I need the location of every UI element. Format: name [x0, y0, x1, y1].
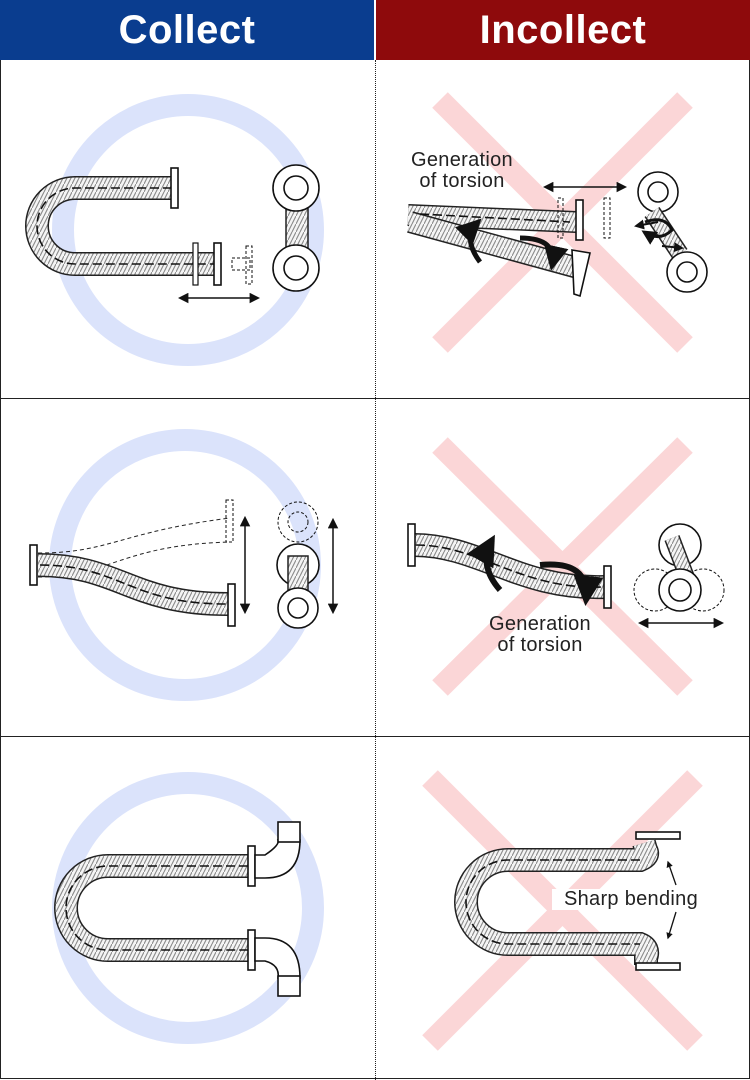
end-view-twisted [633, 523, 725, 612]
hose-u-bend-elbow [54, 821, 301, 997]
ok-mark-circle [52, 94, 324, 366]
sharp-bending-label: Sharp bending [552, 889, 710, 910]
torsion-arrow [539, 561, 604, 606]
incollect-header: Incollect [376, 0, 750, 60]
torsion-arrow [519, 235, 569, 271]
hose-twisted [407, 197, 611, 298]
callout-arrow [666, 860, 677, 886]
torsion-label-line: of torsion [497, 634, 583, 656]
torsion-label-line: Generation [489, 613, 591, 635]
ng-mark-cross [422, 770, 703, 1051]
torsion-label: Generation of torsion [478, 614, 602, 656]
torsion-label-line: Generation [411, 149, 513, 171]
hose-sharp-bend [454, 831, 681, 971]
column-divider [375, 60, 376, 1080]
row-divider [0, 398, 750, 399]
end-view [276, 501, 320, 629]
ok-mark-circle [52, 772, 324, 1044]
collect-header: Collect [0, 0, 374, 60]
hose-u-bend [25, 176, 215, 276]
end-view-twisted [634, 171, 708, 293]
callout-arrow [666, 911, 677, 940]
torsion-label: Generation of torsion [400, 150, 524, 192]
torsion-label-line: of torsion [419, 170, 505, 192]
torsion-arrow [467, 534, 503, 592]
row-divider [0, 736, 750, 737]
torsion-arrow [455, 218, 483, 264]
hose-offset [29, 499, 236, 627]
end-view [272, 164, 320, 292]
flange [170, 167, 253, 286]
